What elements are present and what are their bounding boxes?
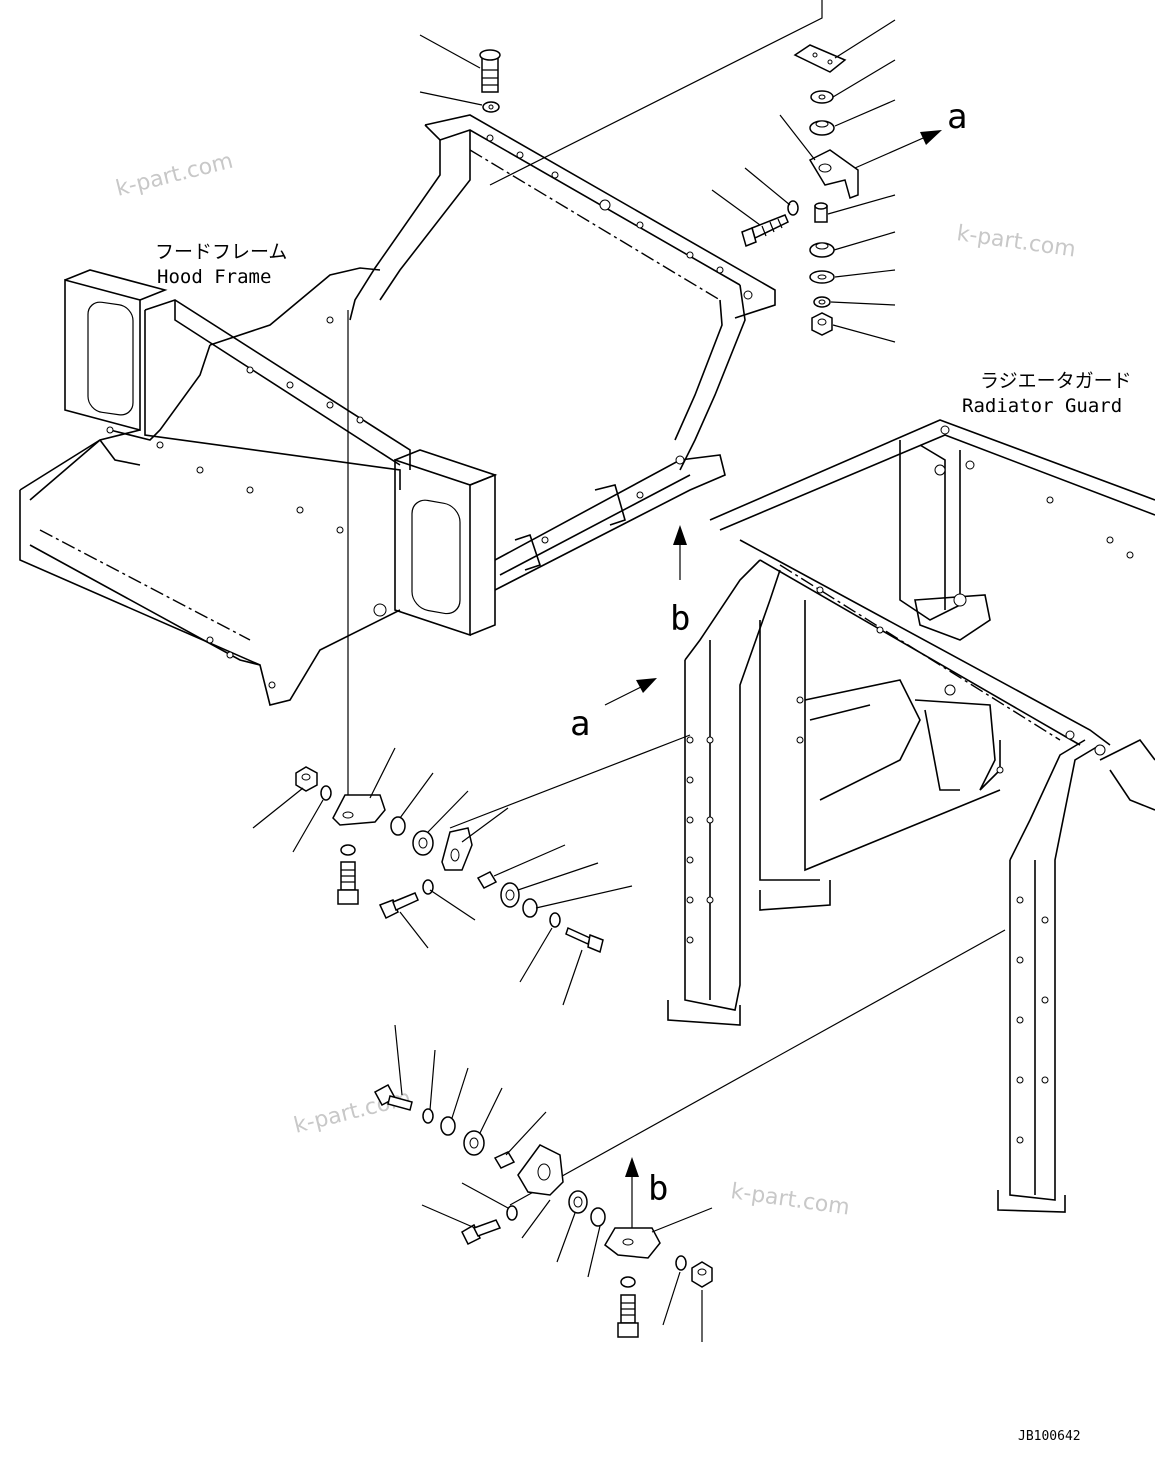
washer-icon (522, 898, 538, 918)
bolt-icon (741, 214, 789, 248)
view-arrows (604, 130, 942, 1230)
bolt-icon (565, 926, 604, 954)
hood-frame-label-en: Hood Frame (157, 266, 271, 288)
arrow-a-top (920, 130, 942, 145)
bolt-icon (479, 49, 501, 93)
watermark-top-right: k-part.com (955, 221, 1077, 262)
bolt-icon (461, 1219, 502, 1246)
lock-washer-icon (675, 1255, 687, 1271)
washer-icon (422, 1108, 434, 1124)
washer-icon (787, 200, 799, 216)
hood-frame (19, 114, 776, 706)
washer-icon (440, 1116, 456, 1136)
bolt-icon (617, 1294, 639, 1338)
view-label-b-top: b (670, 599, 690, 639)
washer-icon (340, 844, 356, 856)
arrow-b-bottom (625, 1157, 639, 1177)
reference-lines (347, 0, 1006, 1206)
bolt-icon (337, 861, 359, 905)
lock-washer-icon (549, 912, 561, 928)
watermark-top-left: k-part.com (113, 149, 235, 202)
exploded-parts-top (419, 19, 896, 343)
view-label-a-top: a (947, 97, 967, 137)
pin-icon (476, 871, 498, 889)
exploded-parts-middle (252, 747, 633, 1006)
lock-washer-icon (422, 879, 434, 895)
watermark-bottom-left: k-part.com (291, 1086, 413, 1139)
washer-icon (390, 816, 406, 836)
radiator-guard-label-jp: ラジエータガード (980, 370, 1132, 392)
hood-frame-holes (106, 134, 753, 689)
radiator-guard-label-en: Radiator Guard (962, 395, 1122, 417)
bracket-icon (441, 827, 473, 871)
arrow-a-mid (636, 678, 657, 693)
pin-icon (493, 1151, 516, 1169)
radiator-guard-holes (686, 425, 1134, 1144)
radiator-guard (667, 419, 1155, 1213)
bracket-icon (332, 794, 386, 826)
bolt-icon (373, 1083, 413, 1111)
lock-washer-icon (506, 1205, 518, 1221)
washer-icon (320, 785, 332, 801)
view-label-b-bottom: b (648, 1169, 668, 1209)
bolt-icon (378, 892, 419, 920)
hood-frame-label-jp: フードフレーム (155, 241, 287, 263)
arrow-b-up (673, 525, 687, 545)
exploded-parts-bottom (373, 1024, 713, 1342)
drawing-code: JB100642 (1018, 1429, 1081, 1444)
plate-icon (793, 44, 847, 73)
washer-icon (590, 1207, 606, 1227)
washer-icon (620, 1276, 636, 1288)
bracket-icon (808, 149, 859, 199)
watermark-bottom-right: k-part.com (729, 1179, 851, 1220)
view-label-a-mid: a (570, 704, 590, 744)
